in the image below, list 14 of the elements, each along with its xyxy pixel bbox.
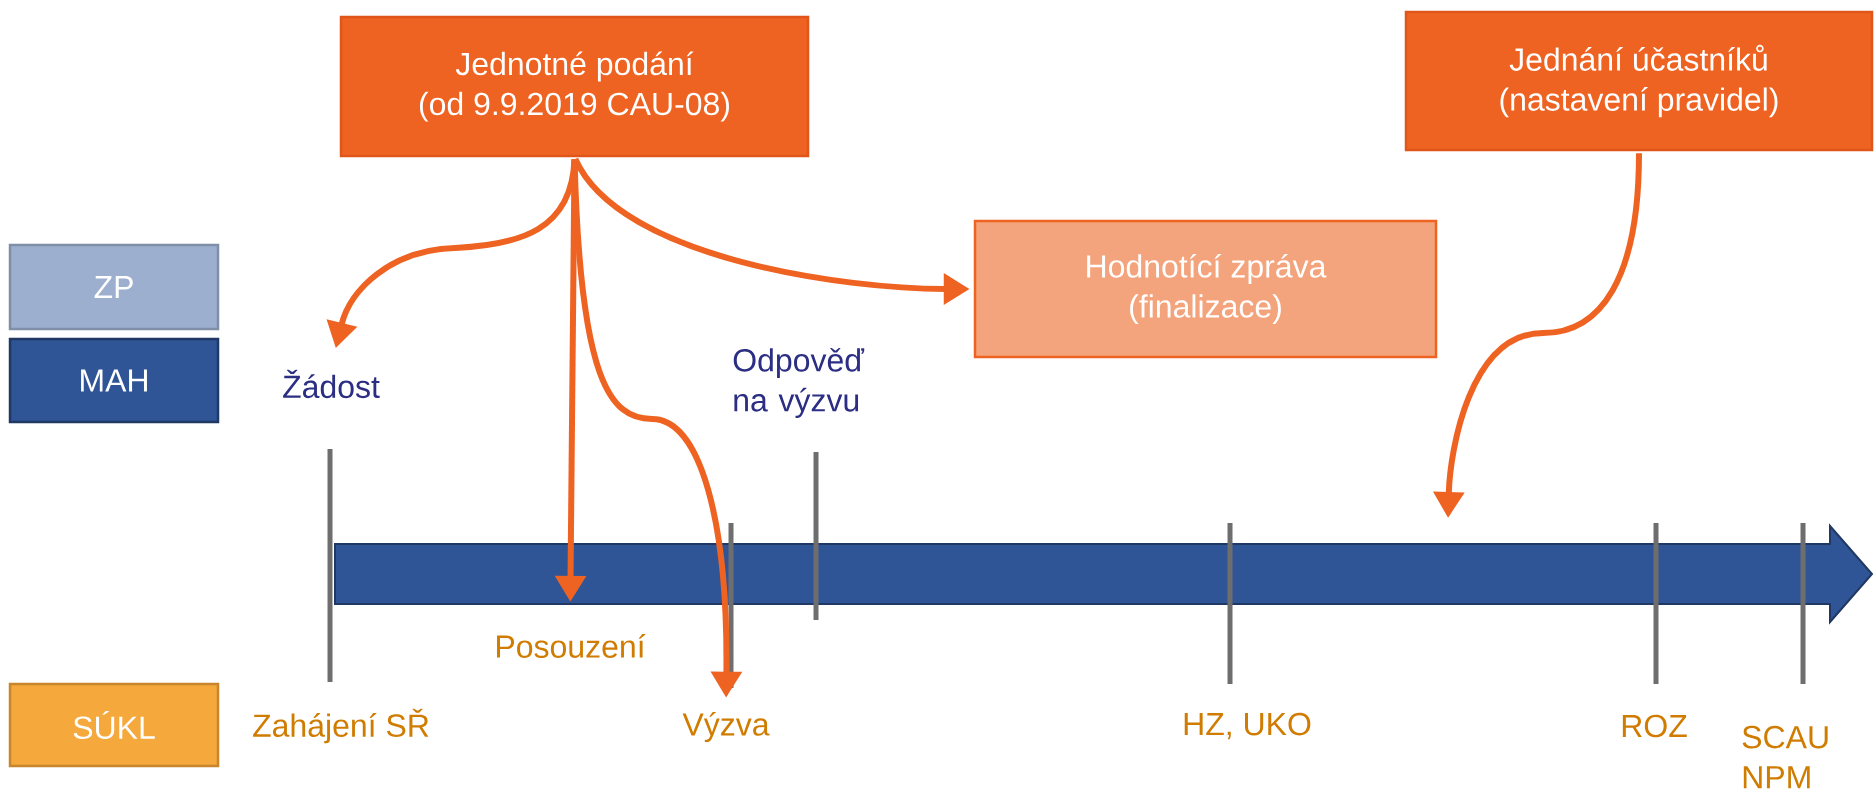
milestone-label: Posouzení — [497, 634, 646, 658]
milestone-label: Výzva — [682, 711, 770, 743]
milestone-label: HZ, UKO — [1184, 712, 1311, 740]
role-box: SÚKL — [8, 682, 220, 768]
process-box: Jednotné podání (od 9.9.2019 CAU-08) — [339, 15, 810, 158]
milestone-label: Žádost — [283, 369, 380, 399]
role-box: ZP — [8, 243, 220, 331]
milestone-label: ROZ — [1622, 714, 1687, 738]
milestone-label: SCAU NPM — [1742, 725, 1828, 789]
report-box: Hodnotící zpráva (finalizace) — [973, 219, 1438, 359]
milestone-label: Zahájení SŘ — [253, 708, 429, 744]
process-box: Jednání účastníků (nastavení pravidel) — [1404, 10, 1874, 152]
role-box: MAH — [8, 337, 220, 424]
milestone-label: Odpověď na výzvu — [733, 348, 865, 418]
